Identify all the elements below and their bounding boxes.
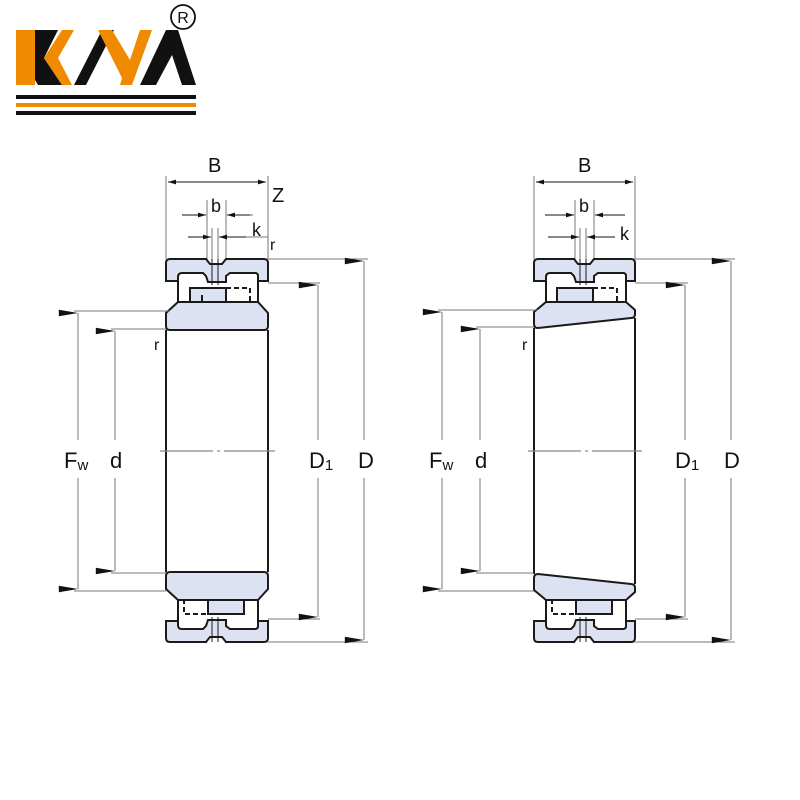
bottom-section-right <box>533 572 636 643</box>
kya-logo: R <box>16 4 196 115</box>
logo-stripe-1 <box>16 95 196 99</box>
right-bearing-view: B b k <box>422 155 740 644</box>
logo-letter-i <box>16 30 35 85</box>
logo-letter-y <box>74 30 114 85</box>
label-B: B <box>208 155 221 177</box>
label-r-bore: r <box>154 337 160 354</box>
dimension-D1 <box>268 281 320 621</box>
top-section-right <box>533 258 636 330</box>
dimension-d <box>95 327 166 575</box>
label-k-right: k <box>620 224 630 244</box>
label-B-right: B <box>578 155 591 177</box>
label-D-right: D <box>724 448 740 473</box>
label-d: d <box>110 448 122 473</box>
label-Fw: Fw <box>64 448 88 474</box>
label-b: b <box>211 196 221 216</box>
left-bearing-view: B Z b k r <box>58 155 374 644</box>
label-D: D <box>358 448 374 473</box>
logo-letter-k-arm <box>44 30 74 85</box>
label-k: k <box>252 220 262 240</box>
dimension-b <box>182 200 253 260</box>
logo-letter-y-orange <box>98 30 152 85</box>
registered-mark-icon <box>170 4 196 30</box>
dimension-B <box>165 176 269 259</box>
dimension-D <box>268 257 368 644</box>
dimension-k-right <box>548 228 615 262</box>
logo-stripe-3 <box>16 111 196 115</box>
dimension-Fw <box>58 309 170 593</box>
dimension-Fw-right <box>422 308 538 593</box>
dimension-D-right <box>635 257 735 644</box>
label-Fw-right: Fw <box>429 448 453 474</box>
label-D1: D1 <box>309 448 333 474</box>
logo-stripe-2 <box>16 103 196 107</box>
bottom-section <box>165 571 269 643</box>
dimension-d-right <box>460 325 534 575</box>
dimension-B-right <box>533 176 636 259</box>
dimension-b-right <box>545 200 625 260</box>
registered-mark-text: R <box>177 10 189 27</box>
top-section <box>165 258 269 331</box>
logo-letter-a <box>140 30 196 85</box>
label-r-bore-right: r <box>522 337 528 354</box>
label-r-top: r <box>270 237 276 254</box>
logo-letter-k <box>35 30 62 85</box>
label-b-right: b <box>579 196 589 216</box>
label-Z: Z <box>272 185 284 207</box>
label-d-right: d <box>475 448 487 473</box>
dimension-D1-right <box>635 281 688 621</box>
dimension-k <box>188 228 268 262</box>
label-D1-right: D1 <box>675 448 699 474</box>
